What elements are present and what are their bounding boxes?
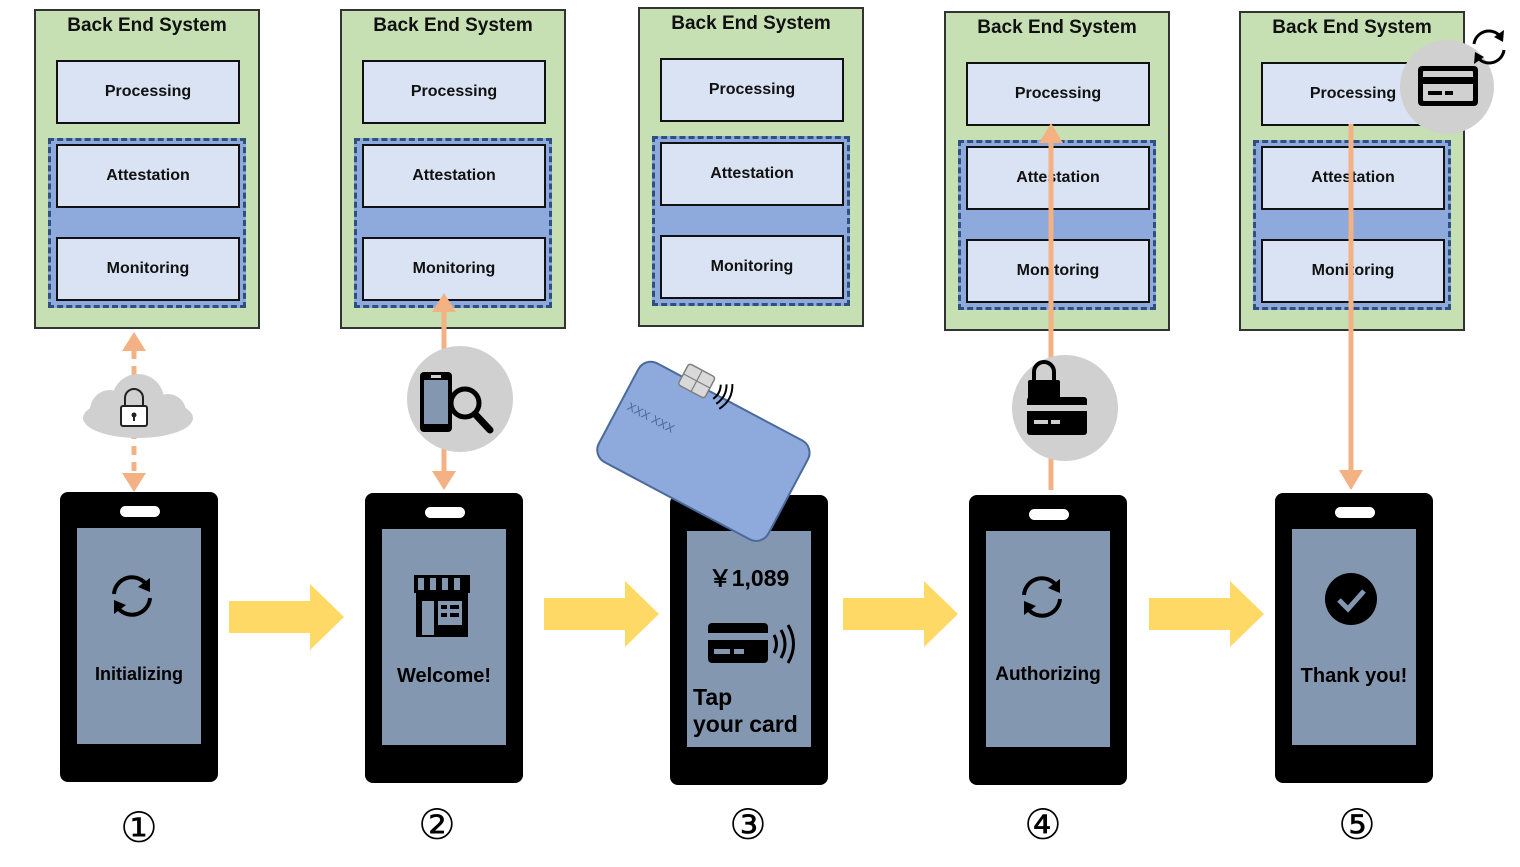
attestation-module: Attestation [1261, 146, 1445, 210]
backend-system-3: Back End System Processing Attestation M… [638, 7, 864, 327]
sync-icon [112, 575, 152, 617]
flow-arrow-3-4 [843, 581, 958, 647]
backend-title: Back End System [373, 15, 533, 36]
attestation-module: Attestation [362, 144, 546, 208]
phone-screen: Thank you! [1292, 529, 1416, 745]
monitoring-module: Monitoring [56, 237, 240, 301]
phone-step-1: Initializing [60, 492, 218, 782]
screen-status-text: Thank you! [1300, 665, 1408, 687]
step-number-1: ① [120, 803, 158, 852]
cloud-lock-icon [83, 374, 193, 438]
phone-speaker [730, 509, 770, 520]
backend-system-5: Back End System Processing Attestation M… [1239, 11, 1465, 331]
step-number-3: ③ [729, 800, 767, 849]
phone-screen: Welcome! [382, 529, 506, 745]
flow-arrow-4-5 [1149, 581, 1264, 647]
phone-speaker [120, 506, 160, 517]
monitoring-module: Monitoring [966, 239, 1150, 303]
refresh-icon [1472, 29, 1506, 65]
tap-label-line2: your card [693, 711, 798, 737]
phone-step-4: Authorizing [969, 495, 1127, 785]
processing-module: Processing [362, 60, 546, 124]
backend-system-2: Back End System Processing Attestation M… [340, 9, 566, 329]
processing-module: Processing [966, 62, 1150, 126]
phone-step-3: ￥1,089 Tap your card [670, 495, 828, 785]
card-number-text: XXX XXX [625, 399, 677, 435]
screen-status-text: Welcome! [396, 665, 492, 687]
processing-module: Processing [56, 60, 240, 124]
phone-speaker [425, 507, 465, 518]
attestation-module: Attestation [660, 142, 844, 206]
step-number-2: ② [418, 800, 456, 849]
sync-icon [1022, 576, 1062, 618]
screen-status-text: Authorizing [995, 664, 1101, 685]
backend-system-4: Back End System Processing Attestation M… [944, 11, 1170, 331]
payment-amount: ￥1,089 [708, 565, 790, 591]
step-number-5: ⑤ [1338, 800, 1376, 849]
tap-label-line1: Tap [693, 684, 733, 710]
phone-speaker [1029, 509, 1069, 520]
backend-title: Back End System [671, 13, 831, 34]
phone-speaker [1335, 507, 1375, 518]
storefront-icon [414, 575, 470, 637]
phone-screen: Authorizing [986, 531, 1110, 747]
attestation-module: Attestation [966, 146, 1150, 210]
secure-channel-link [122, 332, 146, 492]
flow-arrow-1-2 [229, 584, 344, 650]
phone-step-5: Thank you! [1275, 493, 1433, 783]
backend-system-1: Back End System Processing Attestation M… [34, 9, 260, 329]
processing-module: Processing [660, 58, 844, 122]
phone-step-2: Welcome! [365, 493, 523, 783]
flow-arrow-2-3 [544, 581, 659, 647]
device-inspection-icon [407, 346, 513, 452]
step-number-4: ④ [1024, 800, 1062, 849]
backend-title: Back End System [977, 17, 1137, 38]
processing-module: Processing [1261, 62, 1445, 126]
phone-screen: ￥1,089 Tap your card [687, 531, 811, 747]
phone-screen: Initializing [77, 528, 201, 744]
checkmark-icon [1325, 573, 1377, 625]
monitoring-module: Monitoring [362, 237, 546, 301]
monitoring-module: Monitoring [1261, 239, 1445, 303]
backend-title: Back End System [1272, 17, 1432, 38]
screen-status-text: Initializing [95, 664, 183, 684]
attestation-module: Attestation [56, 144, 240, 208]
backend-title: Back End System [67, 15, 227, 36]
locked-card-icon [1012, 355, 1118, 461]
contactless-card-icon [708, 623, 795, 664]
monitoring-module: Monitoring [660, 235, 844, 299]
